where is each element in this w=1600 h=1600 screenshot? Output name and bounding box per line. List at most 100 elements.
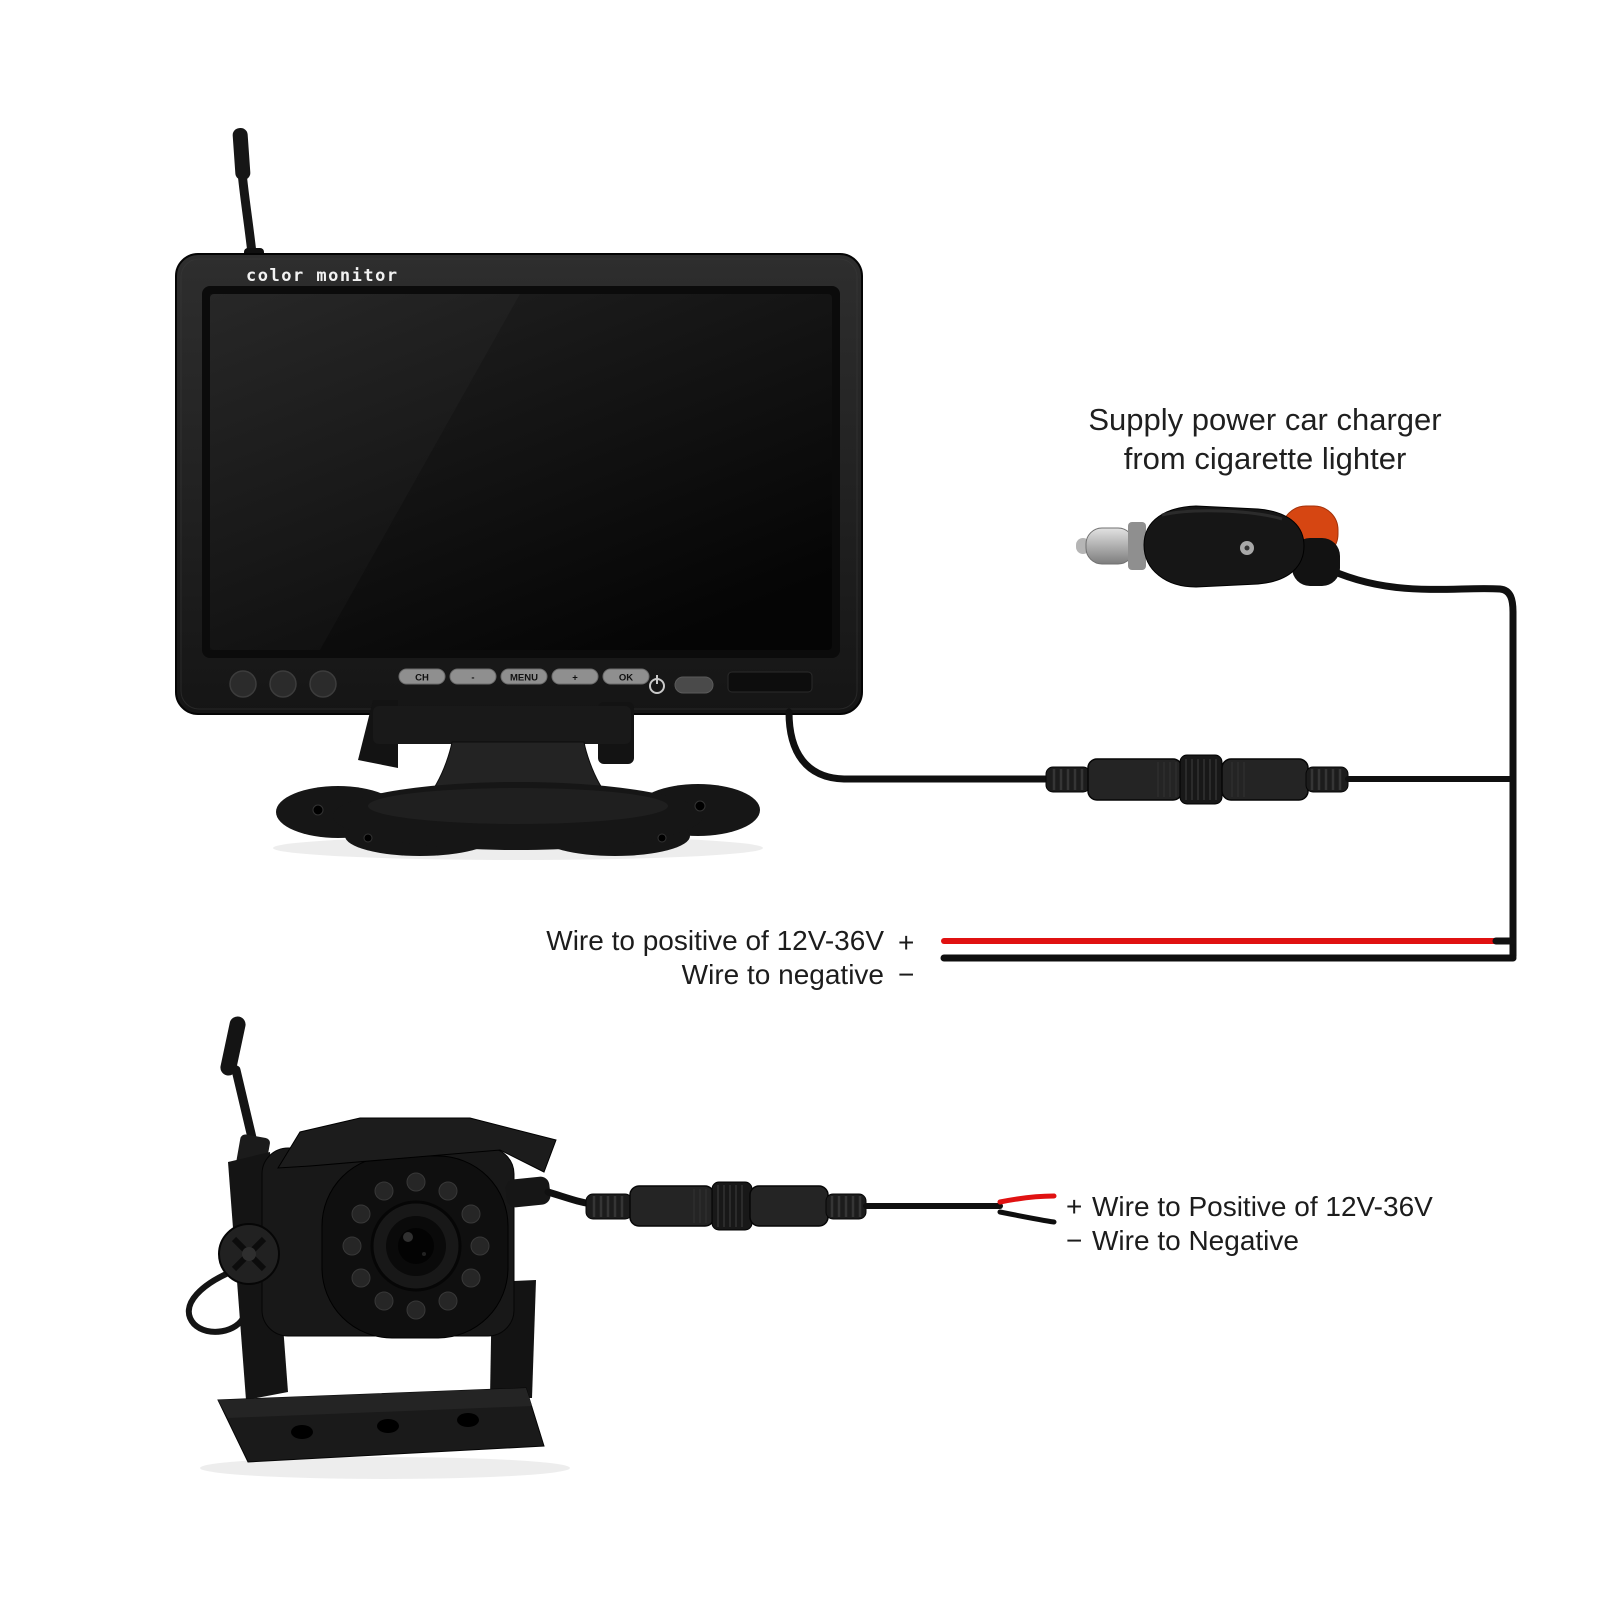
charger-trunk-cable <box>1318 562 1517 960</box>
monitor-supply-wires <box>940 937 1517 962</box>
ir-led <box>406 1300 426 1320</box>
monitor-round-button-3 <box>309 670 337 698</box>
camera-positive-label: Wire to Positive of 12V-36V <box>1092 1191 1433 1222</box>
ir-led <box>461 1204 481 1224</box>
camera-supply-wires <box>863 1193 1057 1225</box>
monitor-antenna-tip <box>232 127 251 180</box>
monitor-round-button-1 <box>229 670 257 698</box>
monitor-button-plus: + <box>551 668 599 685</box>
ir-led <box>470 1236 490 1256</box>
monitor-button-plus-pill <box>551 668 599 685</box>
dc-plug-left <box>629 1185 715 1227</box>
monitor-button-menu-label: MENU <box>510 673 538 684</box>
power-icon <box>649 675 665 694</box>
stand-screw-hole-4 <box>657 833 667 843</box>
ir-led <box>342 1236 362 1256</box>
monitor-button-ch-pill <box>398 668 446 685</box>
charger-collar <box>1128 522 1146 570</box>
ir-led <box>438 1181 458 1201</box>
dc-plug-left <box>1087 758 1183 801</box>
ir-led <box>461 1268 481 1288</box>
monitor-button-ok: OK <box>602 668 650 685</box>
strain-relief-ribs <box>1310 769 1342 790</box>
ir-led <box>351 1204 371 1224</box>
ir-led <box>374 1291 394 1311</box>
knob-center-screw <box>242 1247 256 1261</box>
monitor-button-minus-label: - <box>471 673 474 684</box>
stand-base <box>276 782 760 856</box>
bracket-hole-2 <box>377 1419 399 1433</box>
monitor-speaker-slot <box>727 671 813 693</box>
monitor-button-minus: - <box>449 668 497 685</box>
stand-base-top <box>368 788 668 824</box>
camera-negative-label: Wire to Negative <box>1092 1225 1299 1256</box>
stand-screw-hole-1 <box>312 804 324 816</box>
monitor-antenna <box>232 127 264 267</box>
strain-relief-ribs <box>1052 769 1084 790</box>
strain-relief-ribs <box>830 1196 862 1217</box>
ir-led <box>438 1291 458 1311</box>
monitor-button-ch: CH <box>398 668 446 685</box>
ir-led <box>374 1181 394 1201</box>
coupler-knurl <box>717 1185 743 1227</box>
monitor-button-ok-pill <box>602 668 650 685</box>
charger-caption-line2: from cigarette lighter <box>1124 441 1407 476</box>
camera-antenna-tip <box>220 1016 246 1076</box>
coupler-knurl <box>1185 759 1217 800</box>
strain-relief-ribs <box>592 1196 624 1217</box>
stand-bracket <box>373 706 631 744</box>
charger-body-highlight <box>1161 509 1283 521</box>
monitor-button-ok-label: OK <box>619 673 633 684</box>
camera-positive-sign: + <box>1066 1191 1082 1222</box>
bracket-hole-1 <box>291 1425 313 1439</box>
monitor-controls: CH - MENU + OK <box>229 668 813 698</box>
monitor-power-cable <box>785 708 1052 783</box>
positive-wire-red <box>997 1193 1057 1205</box>
monitor-negative-label: Wire to negative <box>682 959 884 990</box>
camera-cable-stub <box>505 1176 551 1208</box>
monitor-negative-sign: − <box>898 959 914 990</box>
camera-side-knob <box>218 1223 280 1285</box>
monitor-brand-label: color monitor <box>246 266 399 286</box>
plug-knurl-right <box>1231 762 1245 797</box>
ir-led-ring <box>342 1172 490 1320</box>
monitor-dc-connector-pair <box>1045 754 1349 805</box>
camera-bracket-base-top <box>218 1388 532 1418</box>
dc-plug-right <box>749 1185 829 1227</box>
camera-lens-glint-small <box>422 1252 426 1256</box>
stand-screw-hole-2 <box>694 800 706 812</box>
backup-camera <box>185 1016 570 1479</box>
negative-wire-black <box>997 1209 1057 1225</box>
monitor-button-ch-label: CH <box>415 673 429 684</box>
camera-sun-visor <box>277 1117 557 1173</box>
camera-negative-sign: − <box>1066 1225 1082 1256</box>
monitor-positive-label: Wire to positive of 12V-36V <box>546 925 884 956</box>
monitor-power-button <box>674 676 714 694</box>
monitor-button-menu-pill <box>500 668 548 685</box>
bracket-hole-3 <box>457 1413 479 1427</box>
car-charger <box>1076 505 1517 960</box>
monitor-button-menu: MENU <box>500 668 548 685</box>
plug-knurl-left <box>1157 762 1177 797</box>
monitor-button-minus-pill <box>449 668 497 685</box>
stand-screw-hole-3 <box>363 833 373 843</box>
dc-plug-right <box>1221 758 1309 801</box>
plug-knurl-left <box>693 1189 707 1223</box>
camera-wire-loop <box>185 1263 249 1335</box>
camera-dc-connector-pair <box>585 1181 867 1231</box>
ir-led <box>351 1268 371 1288</box>
camera-shadow <box>200 1457 570 1479</box>
monitor-round-button-2 <box>269 670 297 698</box>
charger-screw-center <box>1244 545 1250 551</box>
camera-antenna <box>220 1016 270 1172</box>
monitor: color monitor CH - MENU + <box>175 127 863 860</box>
camera-antenna-shaft <box>231 1065 258 1147</box>
monitor-positive-sign: + <box>898 927 914 958</box>
monitor-screen <box>210 294 832 650</box>
charger-metal-tip <box>1085 527 1135 565</box>
charger-caption-line1: Supply power car charger <box>1088 402 1441 437</box>
charger-body <box>1143 505 1305 588</box>
camera-power-cable <box>544 1188 596 1208</box>
